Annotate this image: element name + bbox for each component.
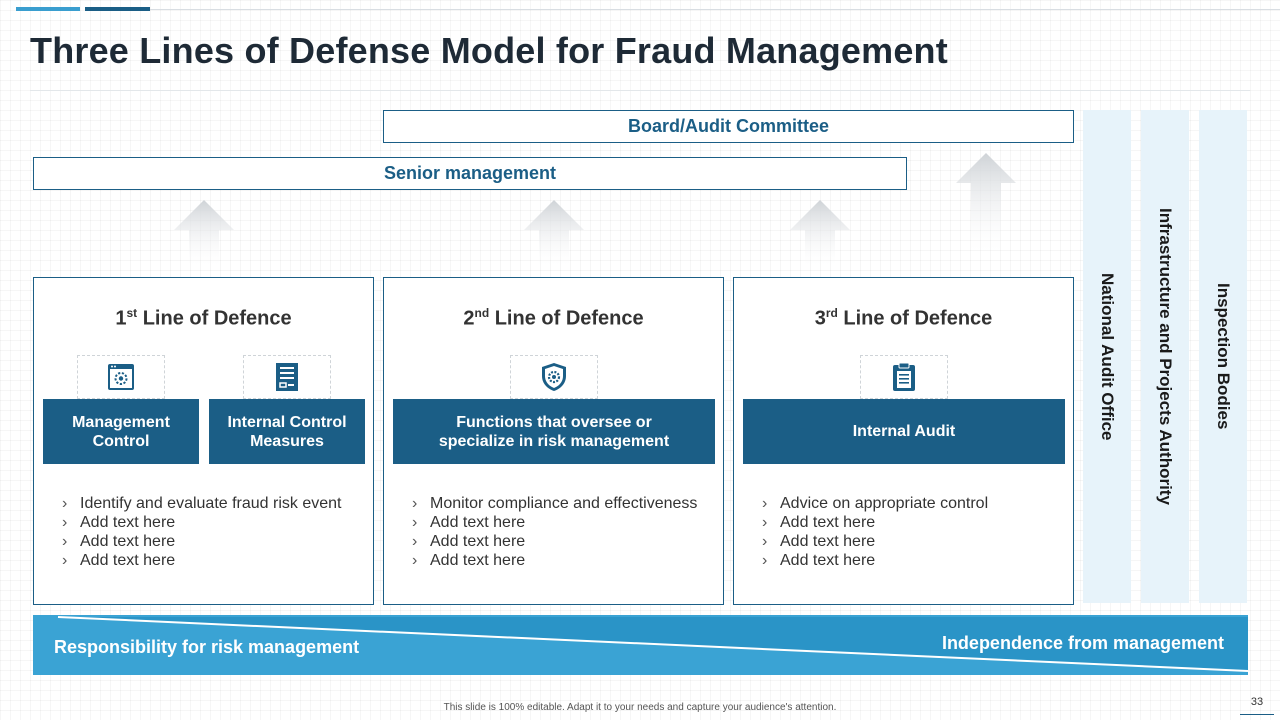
third-line-title: 3rd Line of Defence	[814, 306, 993, 330]
independence-label: Independence from management	[941, 633, 1224, 653]
list-item: ›Add text here	[62, 514, 176, 531]
first-line-of-defence-panel: 1st Line of Defence Management Control I…	[33, 277, 374, 605]
second-line-bullets: ›Monitor compliance and effectiveness ›A…	[412, 494, 713, 570]
infrastructure-projects-authority-label: Infrastructure and Projects Authority	[1156, 208, 1175, 505]
second-line-title: 2nd Line of Defence	[463, 306, 644, 330]
clipboard-icon	[860, 355, 948, 399]
second-line-of-defence-panel: 2nd Line of Defence Functions that overs…	[383, 277, 724, 605]
responsibility-independence-band: Responsibility for risk management Indep…	[33, 615, 1248, 675]
internal-audit-label: Internal Audit	[852, 423, 956, 440]
list-item: ›Advice on appropriate control	[762, 495, 989, 512]
up-arrow-icon	[524, 200, 584, 270]
list-item: ›Add text here	[62, 533, 176, 550]
senior-management-label: Senior management	[383, 163, 557, 183]
list-item: ›Identify and evaluate fraud risk event	[62, 495, 342, 512]
inspection-bodies-label: Inspection Bodies	[1214, 283, 1233, 430]
list-item: ›Add text here	[412, 533, 526, 550]
national-audit-office-label: National Audit Office	[1098, 272, 1117, 441]
up-arrow-icon	[174, 200, 234, 270]
up-arrow-icon	[790, 200, 850, 270]
list-item: ›Add text here	[762, 552, 876, 569]
inspection-bodies-column: Inspection Bodies	[1199, 110, 1247, 603]
list-item: ›Add text here	[412, 552, 526, 569]
internal-control-measures-label: Internal Control Measures	[227, 413, 347, 450]
list-item: ›Add text here	[412, 514, 526, 531]
list-item: ›Monitor compliance and effectiveness	[412, 495, 698, 512]
first-line-bullets: ›Identify and evaluate fraud risk event …	[62, 494, 363, 570]
internal-audit-box: Internal Audit	[743, 399, 1065, 464]
risk-management-functions-box: Functions that oversee or specialize in …	[393, 399, 715, 464]
shield-gear-icon	[510, 355, 598, 399]
document-list-icon	[243, 355, 331, 399]
board-audit-committee-label: Board/Audit Committee	[627, 116, 829, 136]
risk-management-functions-label: Functions that oversee or specialize in …	[438, 413, 670, 450]
board-audit-committee-box: Board/Audit Committee	[383, 110, 1074, 143]
infrastructure-projects-authority-column: Infrastructure and Projects Authority	[1141, 110, 1189, 603]
up-arrow-icon	[956, 153, 1016, 258]
list-item: ›Add text here	[762, 533, 876, 550]
footer-note: This slide is 100% editable. Adapt it to…	[443, 702, 837, 713]
first-line-title: 1st Line of Defence	[115, 306, 292, 330]
management-control-label: Management Control	[72, 413, 170, 450]
settings-screen-icon	[77, 355, 165, 399]
responsibility-label: Responsibility for risk management	[54, 637, 360, 657]
internal-control-measures-box: Internal Control Measures	[209, 399, 365, 464]
accent-bar-right	[85, 7, 150, 11]
accent-bar-left	[16, 7, 80, 11]
title-divider	[30, 90, 1250, 91]
page-number-underline	[1240, 714, 1274, 715]
national-audit-office-column: National Audit Office	[1083, 110, 1131, 603]
management-control-box: Management Control	[43, 399, 199, 464]
page-number: 33	[1250, 696, 1264, 708]
list-item: ›Add text here	[762, 514, 876, 531]
list-item: ›Add text here	[62, 552, 176, 569]
senior-management-box: Senior management	[33, 157, 907, 190]
third-line-bullets: ›Advice on appropriate control ›Add text…	[762, 494, 1063, 570]
top-divider	[150, 9, 1280, 10]
third-line-of-defence-panel: 3rd Line of Defence Internal Audit ›Advi…	[733, 277, 1074, 605]
wedge-band-graphic	[33, 615, 1248, 675]
page-title: Three Lines of Defense Model for Fraud M…	[30, 30, 948, 71]
